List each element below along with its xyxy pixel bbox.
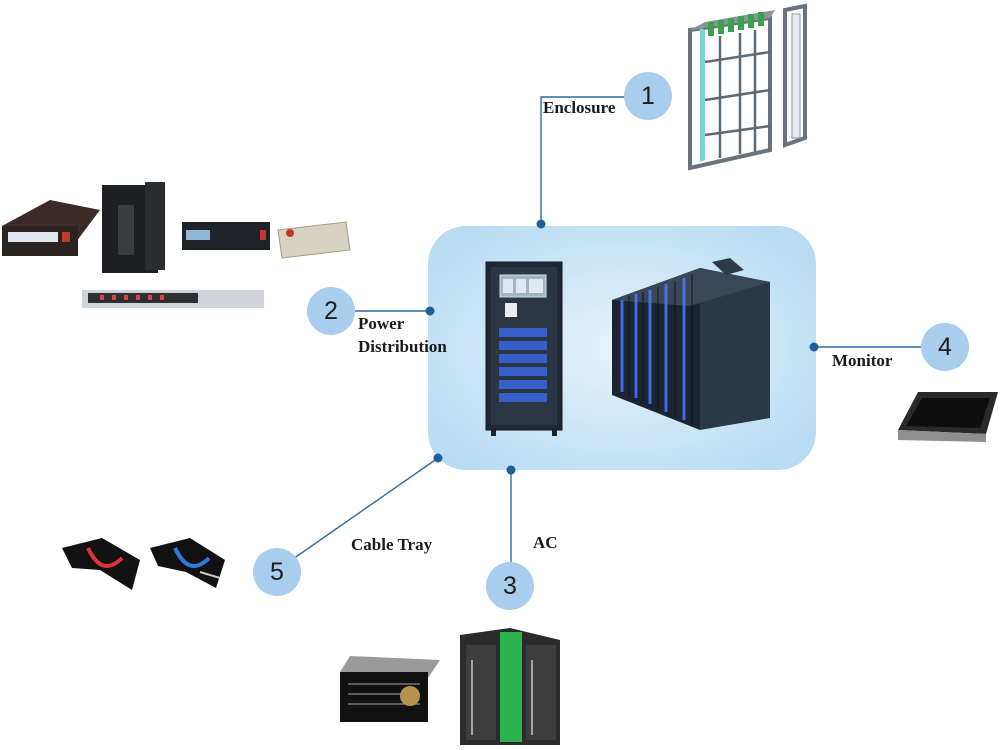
dot-enclosure [536, 219, 546, 229]
node-label-cable-tray: Cable Tray [351, 535, 433, 554]
dot-cable-tray [433, 453, 443, 463]
node-label-power-line1: Power [358, 314, 405, 333]
node-label-power-line2: Distribution [358, 337, 447, 356]
connector-dots [425, 219, 819, 475]
dot-ac [506, 465, 516, 475]
connector-cable-tray [279, 457, 439, 569]
node-label-enclosure: Enclosure [543, 98, 616, 117]
node-number-5: 5 [253, 548, 301, 596]
cable-tray-icon [62, 538, 225, 590]
dot-monitor [809, 342, 819, 352]
cabinet-single [485, 261, 563, 436]
node-label-monitor: Monitor [832, 351, 893, 370]
power-distribution-equipment-icon [2, 182, 351, 308]
node-number-4: 4 [921, 323, 969, 371]
precision-air-conditioner-icon [340, 628, 560, 745]
micro-data-center-icon [485, 258, 770, 436]
connector-enclosure [540, 96, 648, 224]
node-number-1: 1 [624, 72, 672, 120]
cabinet-row [612, 258, 770, 430]
node-number-2: 2 [307, 287, 355, 335]
node-label-ac: AC [533, 533, 558, 552]
node-number-3: 3 [486, 562, 534, 610]
dot-power [425, 306, 435, 316]
monitor-screen-icon [898, 392, 998, 442]
server-enclosure-icon [688, 3, 807, 171]
